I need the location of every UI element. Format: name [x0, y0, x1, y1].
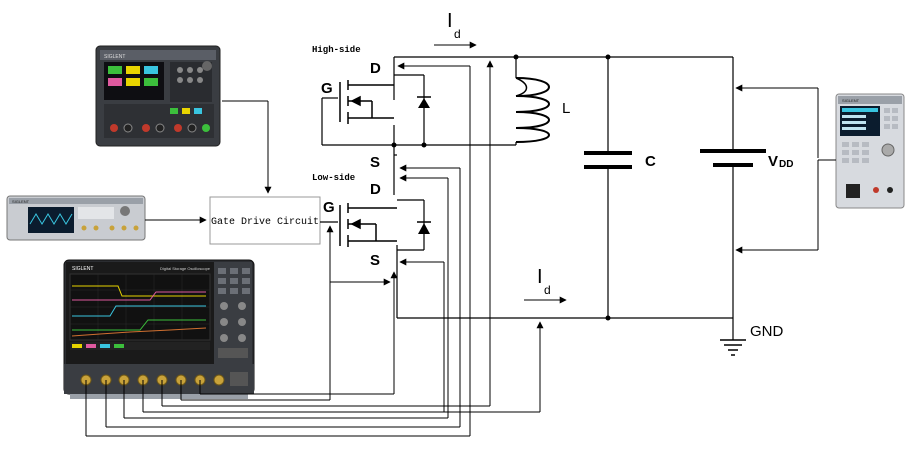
load-brand: SIGLENT — [842, 98, 860, 103]
oscilloscope: SIGLENT Digital Storage Oscilloscope — [63, 259, 255, 399]
junction-dots — [391, 54, 611, 321]
g-low-label: G — [323, 199, 335, 216]
scope-brand: SIGLENT — [72, 266, 93, 272]
high-side-mosfet — [339, 80, 394, 124]
id-top-label: I — [447, 10, 453, 32]
d-low-label: D — [370, 181, 381, 198]
high-side-label: High-side — [312, 45, 361, 55]
low-side-body-diode — [417, 221, 431, 234]
circuit-labels: I d I d High-side Low-side G D S G D S L… — [312, 10, 793, 340]
capacitor-label: C — [645, 153, 656, 170]
g-high-label: G — [321, 80, 333, 97]
high-side-body-diode — [417, 96, 431, 108]
low-side-label: Low-side — [312, 173, 355, 183]
d-high-label: D — [370, 60, 381, 77]
probe-wires — [85, 41, 836, 437]
gnd-label: GND — [750, 323, 784, 340]
power-supply-brand: SIGLENT — [104, 54, 125, 60]
circuit-wires — [320, 56, 734, 340]
s-low-label: S — [370, 252, 380, 269]
vdd-label: V — [768, 153, 778, 170]
vdd-sub-label: DD — [779, 159, 793, 170]
programmable-dc-supply: SIGLENT — [835, 93, 905, 209]
id-bottom-label: I — [537, 266, 543, 288]
scope-model: Digital Storage Oscilloscope — [160, 266, 211, 271]
trace-green — [72, 319, 206, 331]
trace-cyan — [72, 305, 206, 317]
inductor-label: L — [562, 100, 570, 117]
capacitor — [584, 151, 632, 169]
low-side-mosfet — [339, 203, 397, 247]
id-bottom-sub: d — [544, 283, 551, 297]
gate-drive-label: Gate Drive Circuit — [211, 216, 319, 228]
inductor — [515, 77, 550, 143]
ground-symbol — [720, 339, 746, 356]
trace-yellow — [72, 285, 206, 297]
signal-gen-brand: SIGLENT — [12, 199, 30, 204]
gate-drive-circuit: Gate Drive Circuit — [209, 196, 321, 245]
id-top-sub: d — [454, 27, 461, 41]
trace-pink — [72, 291, 206, 301]
signal-generator: SIGLENT — [6, 195, 146, 241]
s-high-label: S — [370, 154, 380, 171]
dc-power-supply: SIGLENT — [95, 45, 221, 147]
vdd-source — [700, 149, 766, 167]
